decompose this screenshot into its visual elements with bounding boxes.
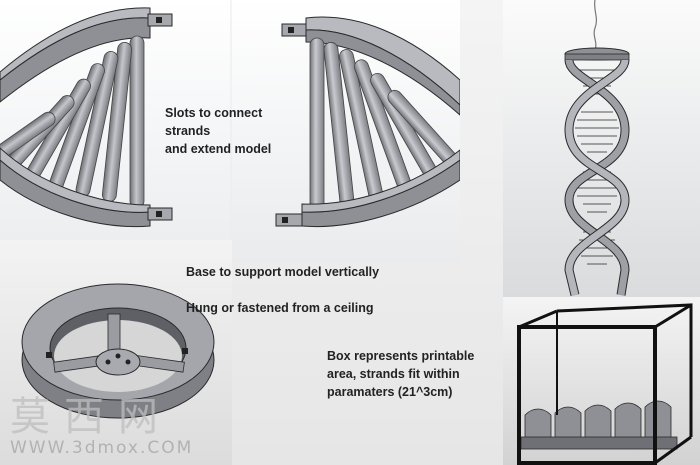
box-caption-line-2: area, strands fit within <box>327 367 460 381</box>
strand-segment-front-panel <box>0 0 230 240</box>
slots-caption-line-2: and extend model <box>165 142 272 156</box>
dna-double-helix-icon <box>564 0 630 297</box>
slots-caption: Slots to connect strands and extend mode… <box>165 104 285 158</box>
curved-ladder-segment-rear-icon <box>275 16 460 228</box>
helix-assembly-panel <box>503 0 700 297</box>
curved-ladder-segment-icon <box>0 7 173 228</box>
box-caption: Box represents printable area, strands f… <box>327 347 492 401</box>
printable-volume-cube-icon <box>517 303 693 465</box>
watermark-chinese: 莫西网 <box>10 394 172 440</box>
hung-caption: Hung or fastened from a ceiling <box>186 301 374 315</box>
watermark-url: WWW.3dmox.COM <box>10 438 194 458</box>
rods <box>0 35 145 209</box>
ring-base-with-spokes-icon <box>21 283 215 419</box>
rods <box>309 37 460 219</box>
box-caption-line-3: paramaters (21^3cm) <box>327 385 453 399</box>
watermark: 莫西网 WWW.3dmox.COM <box>10 396 220 458</box>
strand-segment-back-panel <box>232 0 460 262</box>
printable-box-panel <box>503 297 700 465</box>
box-caption-line-1: Box represents printable <box>327 349 475 363</box>
slots-caption-line-1: Slots to connect strands <box>165 106 263 138</box>
base-panel <box>0 240 232 465</box>
base-caption: Base to support model vertically <box>186 265 380 279</box>
strands-in-box <box>520 400 678 450</box>
